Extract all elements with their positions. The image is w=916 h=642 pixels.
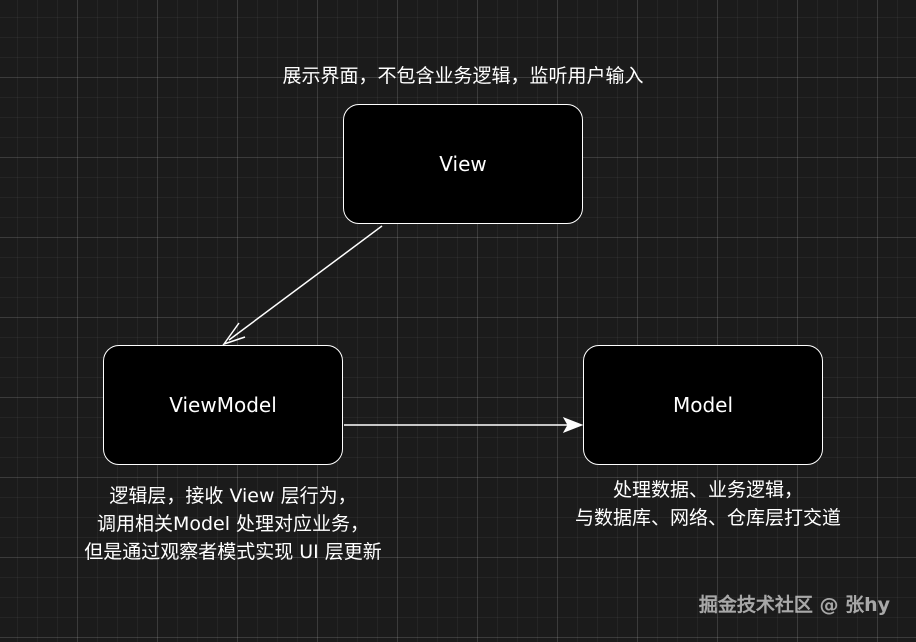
model-node-label: Model: [672, 393, 734, 417]
model-description: 处理数据、业务逻辑， 与数据库、网络、仓库层打交道: [518, 476, 898, 532]
arrowhead-open-icon: [222, 322, 246, 346]
model-description-line: 处理数据、业务逻辑，: [612, 479, 803, 501]
model-description-line: 与数据库、网络、仓库层打交道: [574, 507, 841, 529]
view-node-label: View: [439, 152, 487, 176]
viewmodel-node[interactable]: ViewModel: [103, 345, 343, 465]
view-description: 展示界面，不包含业务逻辑，监听用户输入: [282, 65, 644, 87]
view-node[interactable]: View: [343, 104, 583, 224]
arrowhead-filled-icon: [562, 417, 584, 433]
edge-view-to-viewmodel: [228, 225, 383, 341]
viewmodel-description: 逻辑层，接收 View 层行为， 调用相关Model 处理对应业务， 但是通过观…: [18, 482, 448, 566]
viewmodel-node-label: ViewModel: [169, 393, 277, 417]
watermark: 掘金技术社区 @ 张hy: [698, 594, 890, 616]
viewmodel-description-line: 调用相关Model 处理对应业务，: [96, 513, 370, 535]
viewmodel-description-line: 逻辑层，接收 View 层行为，: [109, 485, 357, 507]
viewmodel-description-line: 但是通过观察者模式实现 UI 层更新: [84, 541, 382, 563]
model-node[interactable]: Model: [583, 345, 823, 465]
